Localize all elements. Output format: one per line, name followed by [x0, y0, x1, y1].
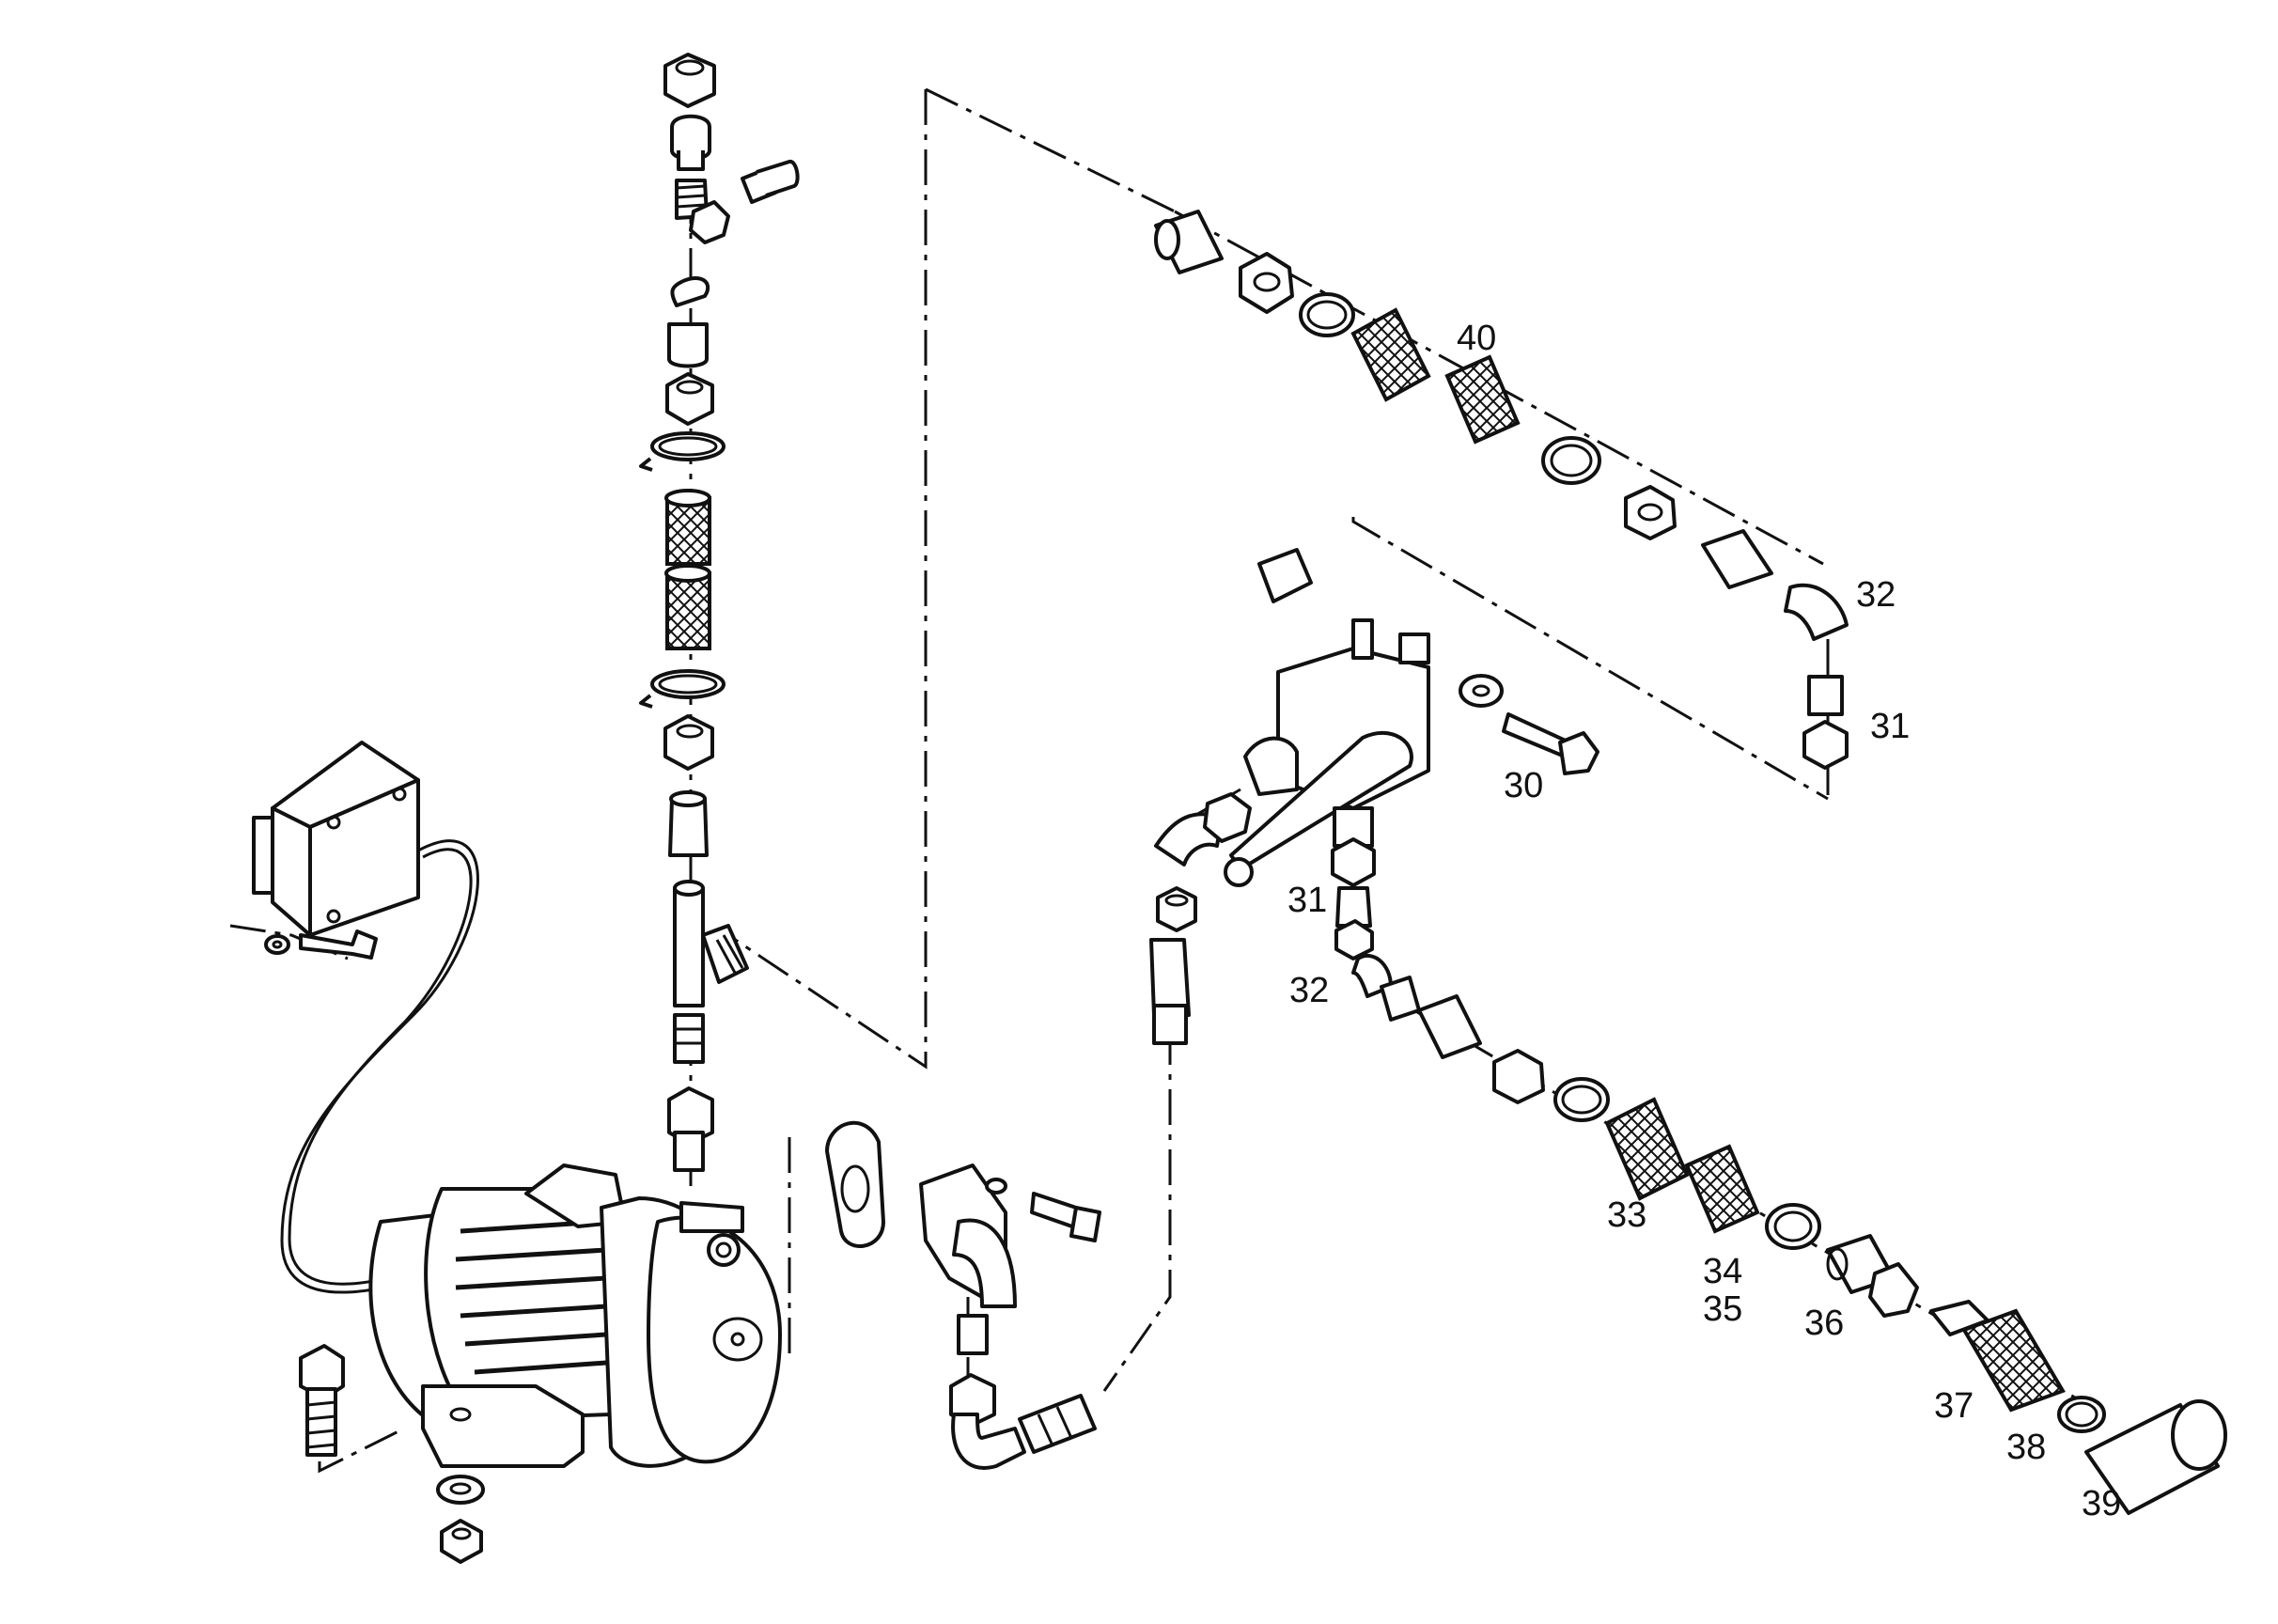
- callout-31-lower: 31: [1287, 881, 1327, 920]
- callout-32-upper: 32: [1856, 575, 1896, 615]
- callout-38: 38: [2006, 1428, 2046, 1467]
- callout-37: 37: [1934, 1386, 1974, 1426]
- callout-34: 34: [1703, 1252, 1742, 1291]
- middle-hose: [1149, 792, 1252, 1045]
- lower-pipe-run: [1334, 886, 2227, 1515]
- callout-33: 33: [1607, 1195, 1646, 1235]
- washer-nut: [436, 1475, 485, 1564]
- upper-pipe-run: [1154, 210, 1849, 770]
- callout-36: 36: [1804, 1304, 1844, 1343]
- callout-35: 35: [1703, 1289, 1742, 1329]
- control-box: [252, 741, 541, 1294]
- three-way-valve: [1224, 548, 1599, 887]
- callout-31-upper: 31: [1870, 707, 1910, 746]
- callout-30: 30: [1504, 766, 1543, 805]
- flange-assembly: [825, 1120, 1101, 1470]
- callout-39: 39: [2082, 1484, 2121, 1523]
- vertical-fitting-stack: [639, 53, 800, 1172]
- callout-40: 40: [1457, 319, 1496, 358]
- motor-pump: [368, 1163, 782, 1468]
- callout-32-lower: 32: [1289, 971, 1329, 1010]
- mounting-bolt: [299, 1344, 345, 1457]
- callout-labels: 40 32 31 30 31 32 33 34 35 36 37 38 39: [1287, 319, 2121, 1523]
